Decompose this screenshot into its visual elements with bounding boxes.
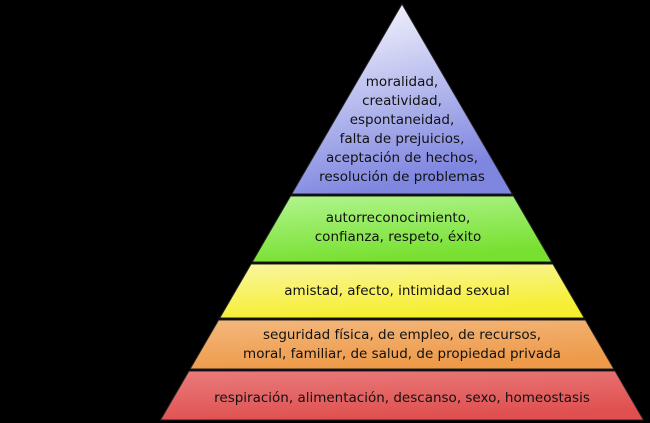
tier-line: moralidad,: [365, 74, 439, 90]
tier-line: amistad, afecto, intimidad sexual: [284, 283, 510, 299]
tier-text-fisiologia: respiración, alimentación, descanso, sex…: [214, 389, 590, 408]
level-label-afiliacion: Afiliación: [3, 290, 99, 314]
tier-line: seguridad física, de empleo, de recursos…: [262, 327, 541, 343]
tier-text-seguridad: seguridad física, de empleo, de recursos…: [243, 326, 561, 364]
pyramid-tier-1: [251, 195, 553, 263]
tier-text-autorrealizacion: moralidad, creatividad, espontaneidad, f…: [319, 73, 485, 187]
pyramid-tier-4: [159, 370, 645, 421]
tier-line: falta de prejuicios,: [339, 131, 465, 147]
level-label-reconocimiento: Reconocimiento: [3, 237, 172, 261]
tier-line: resolución de problemas: [319, 169, 485, 185]
tier-text-reconocimiento: autorreconocimiento, confianza, respeto,…: [315, 209, 481, 247]
level-label-fisiologia: Fisiología: [3, 394, 100, 418]
pyramid-tier-0: [290, 3, 514, 195]
pyramid-tier-2: [218, 263, 586, 319]
tier-line: confianza, respeto, éxito: [314, 229, 482, 245]
level-label-seguridad: Seguridad: [3, 342, 110, 366]
tier-text-afiliacion: amistad, afecto, intimidad sexual: [284, 282, 509, 301]
level-label-autorrealizacion: Autorrealización: [3, 170, 174, 194]
tier-line: autorreconocimiento,: [325, 210, 471, 226]
tier-line: espontaneidad,: [349, 112, 455, 128]
tier-line: moral, familiar, de salud, de propiedad …: [243, 346, 561, 362]
pyramid-tier-3: [189, 319, 615, 370]
tier-line: creatividad,: [362, 93, 442, 109]
tier-line: aceptación de hechos,: [325, 150, 478, 166]
tier-line: respiración, alimentación, descanso, sex…: [214, 390, 590, 406]
